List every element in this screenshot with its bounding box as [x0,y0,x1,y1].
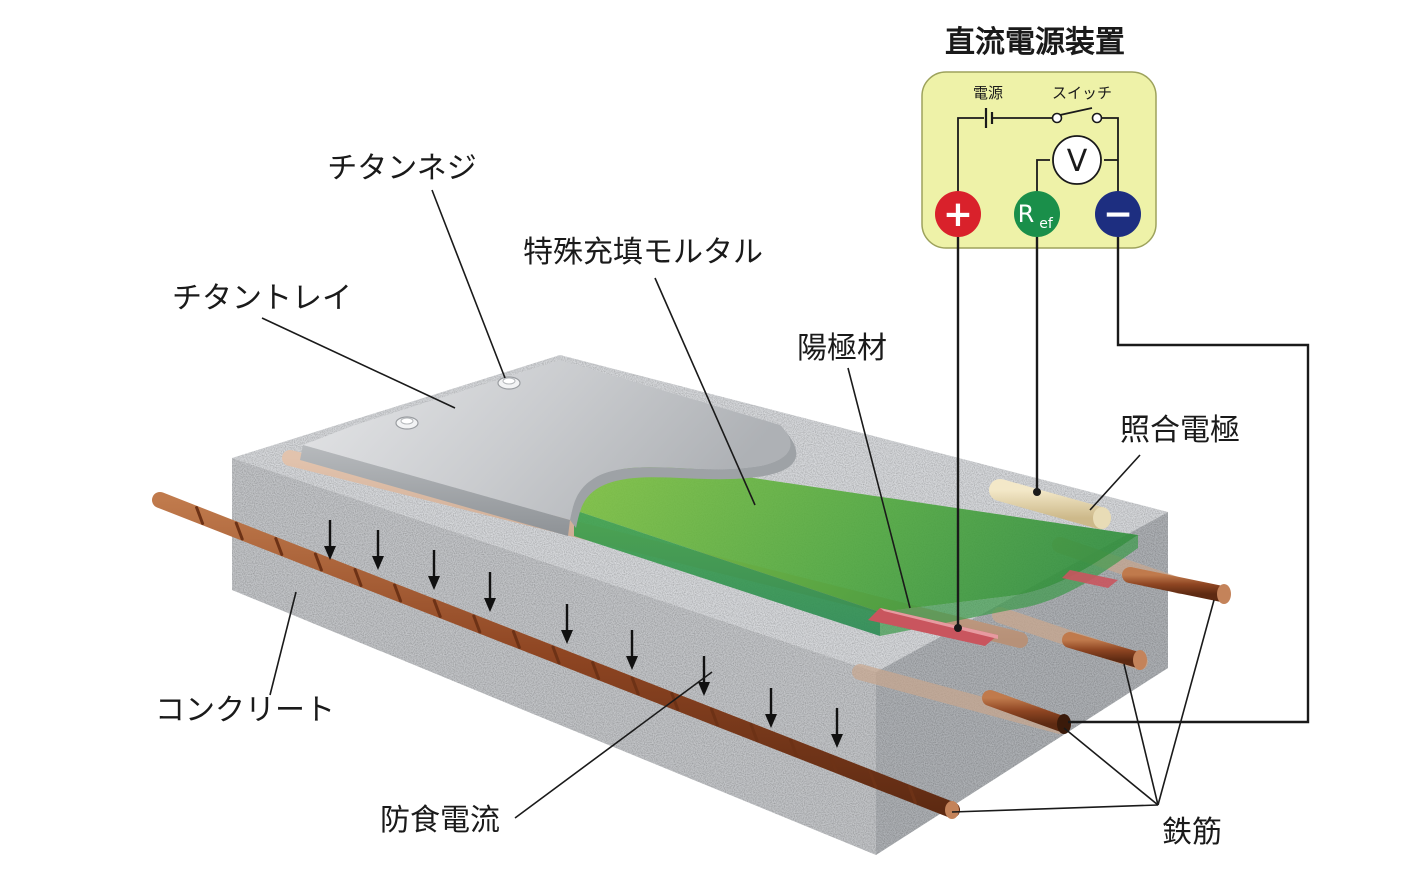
tray-edge [300,445,570,536]
dc-power-unit: V + R ef − 電源 スイッチ [921,71,1157,249]
rebar-rib [432,599,442,618]
ref-terminal [1014,191,1060,237]
voltmeter-label: V [1067,144,1088,179]
rebar-rib [789,738,799,758]
leader-lines [261,189,1215,819]
concrete-side [876,512,1168,855]
label-special-mortar: 特殊充填モルタル [523,235,763,270]
current-arrow-icon [626,630,638,670]
current-arrow-icon [561,604,573,644]
power-source-label: 電源 [973,84,1003,102]
titanium-screw-1 [497,376,521,390]
titanium-tray [300,360,797,536]
minus-symbol: − [1103,194,1133,235]
rebar-rib [591,661,601,680]
ref-symbol: R [1018,200,1035,228]
rebar-rib [868,769,878,789]
titanium-screw-2 [395,416,419,430]
rebar-rib [907,785,917,804]
rebar-rib [630,676,640,696]
current-arrow-icon [484,572,496,612]
front-rebar [152,492,960,819]
anode-material [868,570,1118,646]
rebar-rib [353,568,363,587]
rebar-rib [393,583,403,603]
external-wiring [954,237,1310,724]
tray-top [303,360,791,520]
label-titanium-screw: チタンネジ [327,151,476,186]
plus-symbol: + [943,194,973,235]
cp-current-arrows [324,520,843,748]
current-arrow-icon [765,688,777,728]
label-concrete: コンクリート [155,693,335,728]
mortar-top [574,465,1138,612]
special-mortar-layer [574,465,1138,636]
reference-electrode-rod [989,479,1111,529]
current-arrow-icon [324,520,336,560]
rebar-rib [828,754,838,773]
rebar-rib [313,552,323,572]
power-unit-title: 直流電源装置 [945,25,1125,60]
protruding-rebars [982,567,1231,734]
switch-label: スイッチ [1052,84,1112,102]
rebar-rib [709,707,719,727]
current-arrow-icon [698,656,710,696]
plus-terminal [935,191,981,237]
label-titanium-tray: チタントレイ [172,281,352,316]
label-cp-current: 防食電流 [380,803,500,838]
minus-terminal [1095,191,1141,237]
current-arrow-icon [831,708,843,748]
rebar-rib [234,521,244,541]
label-rebar: 鉄筋 [1162,815,1222,850]
rebar-rib [274,537,284,556]
rebar-rib [511,630,521,649]
label-anode: 陽極材 [797,331,887,366]
ref-subscript: ef [1039,216,1054,232]
rebar-rib [472,614,482,634]
rebar-rib [195,506,205,525]
mortar-side [574,510,880,636]
voltmeter-icon [1052,135,1102,185]
rebar-rib [670,692,680,711]
rebar-rib [551,645,561,665]
label-reference-electrode: 照合電極 [1120,413,1240,448]
current-arrow-icon [428,550,440,590]
rebar-rib [749,723,759,742]
current-arrow-icon [372,530,384,570]
